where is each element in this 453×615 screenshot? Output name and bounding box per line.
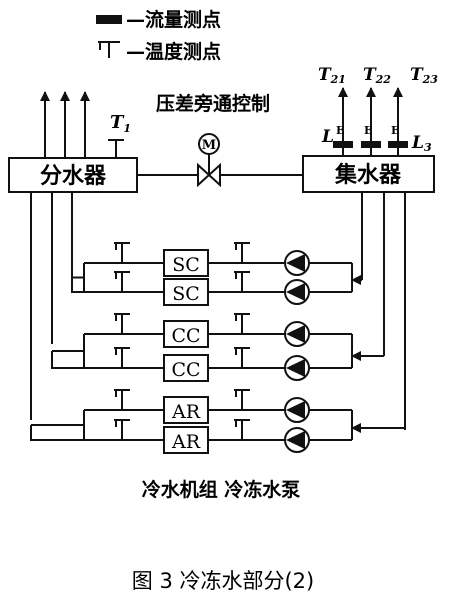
supply-outlet-arrows <box>40 91 90 158</box>
supply-header-box <box>8 157 138 193</box>
chiller-label: SC <box>172 254 200 276</box>
valve-actuator-icon <box>198 133 220 155</box>
chiller-label: CC <box>171 359 200 381</box>
chiller-box <box>163 426 209 454</box>
supply-header-label: 分水器 <box>40 164 107 189</box>
supply-risers <box>30 192 73 420</box>
flow-meter-legend-icon <box>96 15 122 24</box>
t21-label: T21 <box>318 65 346 86</box>
temp-probe-legend-icon <box>98 41 120 58</box>
meter-e-1: E <box>336 124 344 137</box>
units-caption: 冷水机组 冷冻水泵 <box>142 478 301 501</box>
pump-triangle-icon <box>286 283 305 301</box>
chiller-box <box>163 354 209 382</box>
figure-caption: 图 3 冷冻水部分(2) <box>132 569 314 593</box>
valve-actuator-symbol: M <box>202 138 216 153</box>
t22-label: T22 <box>363 65 391 86</box>
chiller-label: SC <box>172 283 200 305</box>
meter-e-3: E <box>391 124 399 137</box>
chiller-pump-branches: SC SC CC CC AR AR <box>30 242 406 454</box>
flow-point-l3: L3 <box>411 133 432 154</box>
chiller-label: AR <box>171 431 201 453</box>
pump-triangle-icon <box>286 359 305 377</box>
pump-triangle-icon <box>286 254 305 272</box>
chiller-box <box>163 320 209 348</box>
flow-meter-icon <box>361 141 381 148</box>
return-header-box <box>302 155 435 193</box>
flow-meter-icon <box>333 141 353 148</box>
legend: —流量测点 —温度测点 <box>96 8 221 63</box>
flow-legend-label: —流量测点 <box>126 8 221 31</box>
chiller-box <box>163 396 209 424</box>
chiller-label: AR <box>171 401 201 423</box>
flow-meters: E E E <box>333 124 408 148</box>
temp-legend-label: —温度测点 <box>126 40 221 63</box>
pump-triangle-icon <box>286 401 305 419</box>
return-risers <box>361 192 406 430</box>
chiller-label: CC <box>171 325 200 347</box>
chiller-box <box>163 278 209 306</box>
pump-triangle-icon <box>286 431 305 449</box>
pump-triangle-icon <box>286 325 305 343</box>
meter-e-2: E <box>364 124 372 137</box>
flow-meter-icon <box>388 141 408 148</box>
t23-label: T23 <box>410 65 438 86</box>
flow-point-l-left: L <box>321 127 334 147</box>
t1-label: T1 <box>110 112 131 135</box>
return-header-label: 集水器 <box>334 162 402 188</box>
valve-label: 压差旁通控制 <box>156 92 270 115</box>
bypass-valve <box>197 133 221 188</box>
t1-temp-probe: T1 <box>108 112 131 158</box>
chiller-box <box>163 249 209 277</box>
